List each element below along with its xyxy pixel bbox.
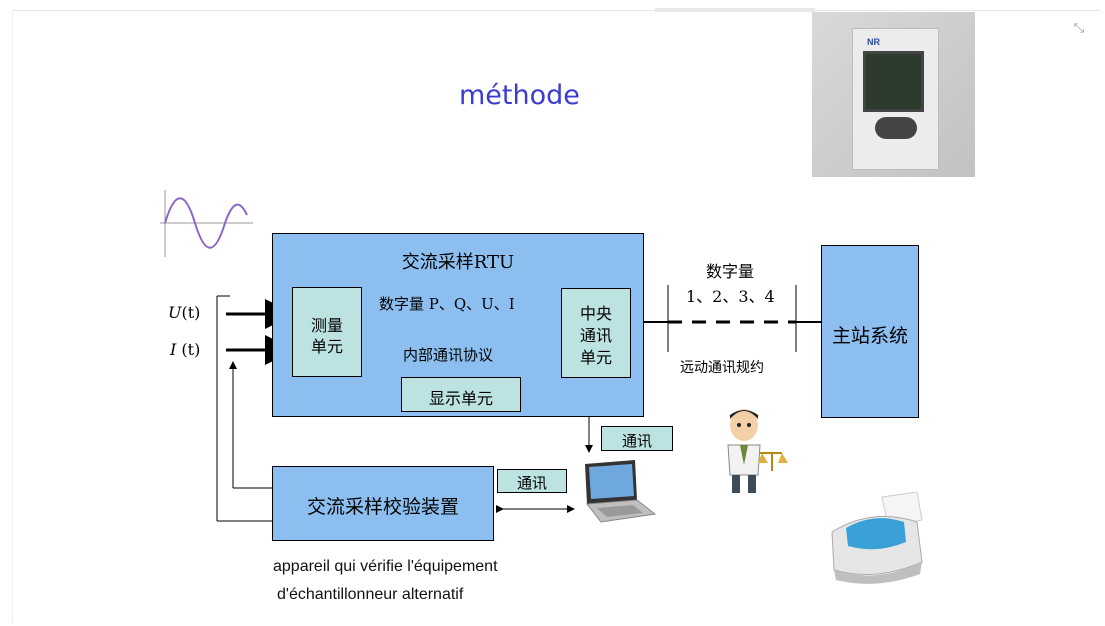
ac-sampling-checker-block: 交流采样校验装置 [272, 466, 494, 541]
comm-label-left: 通讯 [497, 469, 567, 493]
caption-line2: d'échantillonneur alternatif [277, 586, 464, 603]
voltage-input-label: U(t) [168, 303, 201, 322]
internal-protocol-label: 内部通讯协议 [403, 346, 494, 364]
central-unit-line2: 通讯 [579, 326, 612, 345]
display-unit-label: 显示单元 [428, 389, 493, 408]
master-station-block: 主站系统 [821, 245, 919, 418]
current-input-label: I (t) [170, 340, 201, 359]
master-station-label: 主站系统 [831, 325, 908, 347]
central-unit-line1: 中央 [579, 304, 612, 323]
link-protocol-label: 远动通讯规约 [680, 360, 764, 376]
measure-unit-line2: 单元 [310, 337, 343, 356]
person-with-scales-icon [727, 409, 788, 493]
central-comm-unit-block: 中央 通讯 单元 [561, 288, 631, 378]
link-channels-label: 1、2、3、4 [686, 287, 775, 306]
sine-wave-icon [160, 190, 253, 257]
laptop-icon [585, 460, 657, 523]
digital-quantities-label: 数字量 P、Q、U、I [379, 295, 515, 313]
comm-label-right: 通讯 [601, 426, 673, 451]
slide-title: méthode [459, 80, 580, 111]
central-unit-line3: 单元 [579, 348, 612, 367]
rtu-device-photo: NR [812, 12, 975, 177]
top-bar [655, 8, 815, 12]
measure-unit-block: 测量 单元 [292, 287, 362, 377]
rtu-title: 交流采样RTU [401, 252, 515, 273]
link-digital-label: 数字量 [706, 262, 755, 281]
checker-label: 交流采样校验装置 [306, 496, 459, 518]
measure-unit-line1: 测量 [310, 316, 343, 335]
caption-line1: appareil qui vérifie l'équipement [273, 558, 498, 575]
collapse-icon[interactable]: ⤡ [1073, 21, 1085, 36]
display-unit-block: 显示单元 [401, 377, 521, 412]
printer-icon [831, 492, 923, 584]
